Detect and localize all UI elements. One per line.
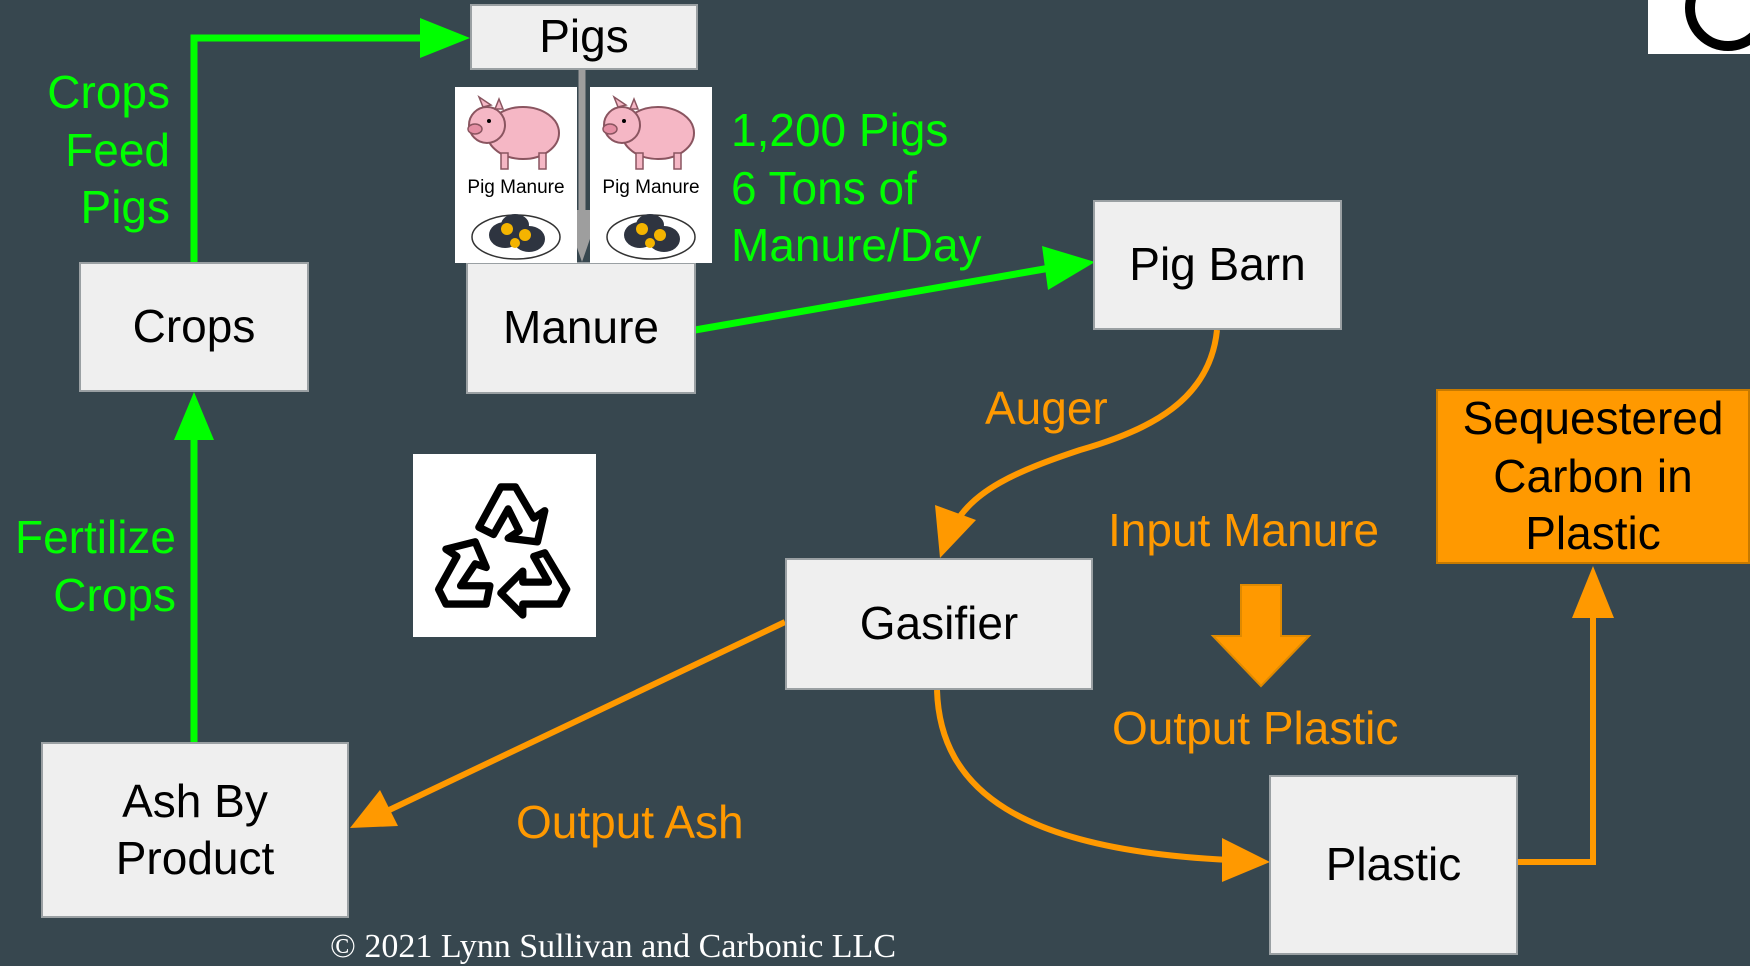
copyright-text: © 2021 Lynn Sullivan and Carbonic LLC xyxy=(330,928,896,965)
arrowhead-barn-to-gasifier xyxy=(935,505,976,558)
pig-icon xyxy=(602,95,695,170)
node-sequestered-carbon: Sequestered Carbon in Plastic xyxy=(1436,389,1750,564)
logo-icon xyxy=(1648,0,1750,54)
arrow-plastic-to-sequestered xyxy=(1517,612,1596,865)
node-pig-barn: Pig Barn xyxy=(1093,200,1342,330)
arrowhead-ash-to-crops xyxy=(174,392,214,440)
label-crops-feed-pigs: Crops Feed Pigs xyxy=(47,66,170,233)
label-pig-stats: 1,200 Pigs 6 Tons of Manure/Day xyxy=(731,102,982,275)
arrow-manure-to-barn xyxy=(694,264,1051,334)
arrowhead-gasifier-to-ash xyxy=(350,790,398,828)
pig-manure-card-2: Pig Manure xyxy=(590,87,712,263)
label-tons-of: 6 Tons of xyxy=(731,161,917,214)
pig-manure-card-1: Pig Manure xyxy=(455,87,577,263)
block-down-arrow xyxy=(1210,584,1312,688)
pig-icon xyxy=(467,95,560,170)
arrowhead-crops-to-pigs xyxy=(420,18,470,58)
label-fertilize-crops: Fertilize Crops xyxy=(14,511,176,621)
arrow-gasifier-to-plastic xyxy=(934,689,1231,863)
arrow-barn-to-gasifier xyxy=(949,329,1220,532)
recycle-icon xyxy=(413,454,596,637)
label-auger: Auger xyxy=(985,382,1108,434)
label-output-plastic: Output Plastic xyxy=(1112,702,1399,754)
arrow-crops-to-pigs xyxy=(190,34,430,262)
arrowhead-manure-to-barn xyxy=(1042,246,1095,290)
pig-manure-card-label: Pig Manure xyxy=(602,177,700,198)
manure-pile-icon xyxy=(471,214,561,260)
label-manure-per-day: Manure/Day xyxy=(731,219,982,271)
manure-pile-icon xyxy=(606,214,696,260)
arrow-gasifier-to-ash xyxy=(383,619,787,815)
pig-manure-card-label: Pig Manure xyxy=(467,177,565,198)
label-input-manure: Input Manure xyxy=(1108,504,1380,556)
node-gasifier: Gasifier xyxy=(785,558,1093,690)
node-crops: Crops xyxy=(79,262,309,392)
node-ash-by-product: Ash By Product xyxy=(41,742,349,918)
arrowhead-gasifier-to-plastic xyxy=(1222,838,1270,882)
arrowhead-plastic-to-sequestered xyxy=(1572,566,1614,618)
label-pig-count: 1,200 Pigs xyxy=(731,104,949,156)
node-plastic: Plastic xyxy=(1269,775,1518,955)
label-output-ash: Output Ash xyxy=(516,796,744,848)
node-manure: Manure xyxy=(466,262,696,394)
node-pigs: Pigs xyxy=(470,4,698,70)
